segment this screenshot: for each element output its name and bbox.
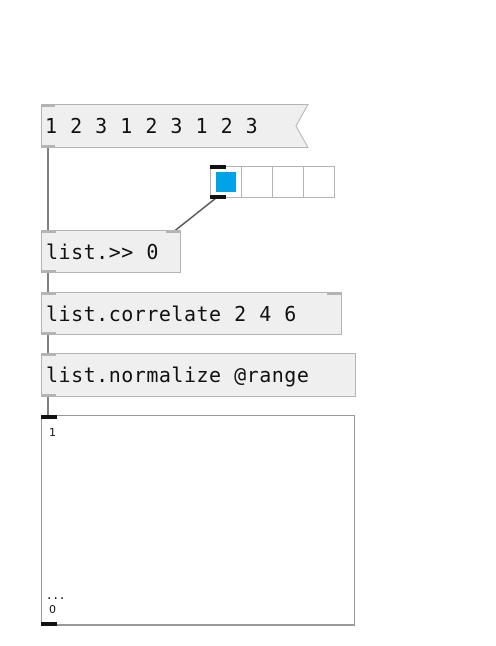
list-shift-inlet-left[interactable] [42, 230, 56, 233]
hradio-cell-2[interactable] [272, 166, 304, 198]
hradio-cell-3[interactable] [303, 166, 335, 198]
list-correlate-inlet-left[interactable] [42, 292, 56, 295]
graph-y-max-label: 1 [49, 426, 56, 439]
graph-y-min-label: 0 [49, 603, 56, 616]
list-normalize-object[interactable]: list.normalize @range [41, 353, 356, 397]
list-normalize-inlet[interactable] [42, 353, 56, 356]
graph-inlet[interactable] [41, 415, 57, 419]
hradio[interactable] [210, 165, 336, 199]
graph-outlet[interactable] [41, 622, 57, 626]
list-normalize-outlet[interactable] [42, 394, 56, 397]
list-normalize-label: list.normalize @range [46, 363, 310, 387]
list-correlate-object[interactable]: list.correlate 2 4 6 [41, 292, 342, 335]
array-graph[interactable]: 1 ... 0 [41, 415, 355, 626]
list-correlate-inlet-right[interactable] [327, 292, 341, 295]
list-shift-object[interactable]: list.>> 0 [41, 230, 181, 273]
message-box-shape [41, 104, 309, 148]
list-shift-inlet-right[interactable] [166, 230, 180, 233]
hradio-selected-indicator [216, 172, 236, 192]
message-outlet[interactable] [41, 145, 55, 148]
hradio-outlet[interactable] [210, 195, 226, 199]
list-shift-label: list.>> 0 [46, 239, 159, 264]
hradio-cell-1[interactable] [241, 166, 273, 198]
list-shift-outlet[interactable] [42, 270, 56, 273]
hradio-inlet[interactable] [210, 165, 226, 169]
graph-ellipsis: ... [47, 587, 67, 603]
list-correlate-label: list.correlate 2 4 6 [46, 301, 297, 326]
message-label: 1 2 3 1 2 3 1 2 3 [45, 114, 259, 138]
message-inlet[interactable] [41, 104, 55, 107]
message-box[interactable]: 1 2 3 1 2 3 1 2 3 [41, 104, 309, 148]
list-correlate-outlet[interactable] [42, 332, 56, 335]
